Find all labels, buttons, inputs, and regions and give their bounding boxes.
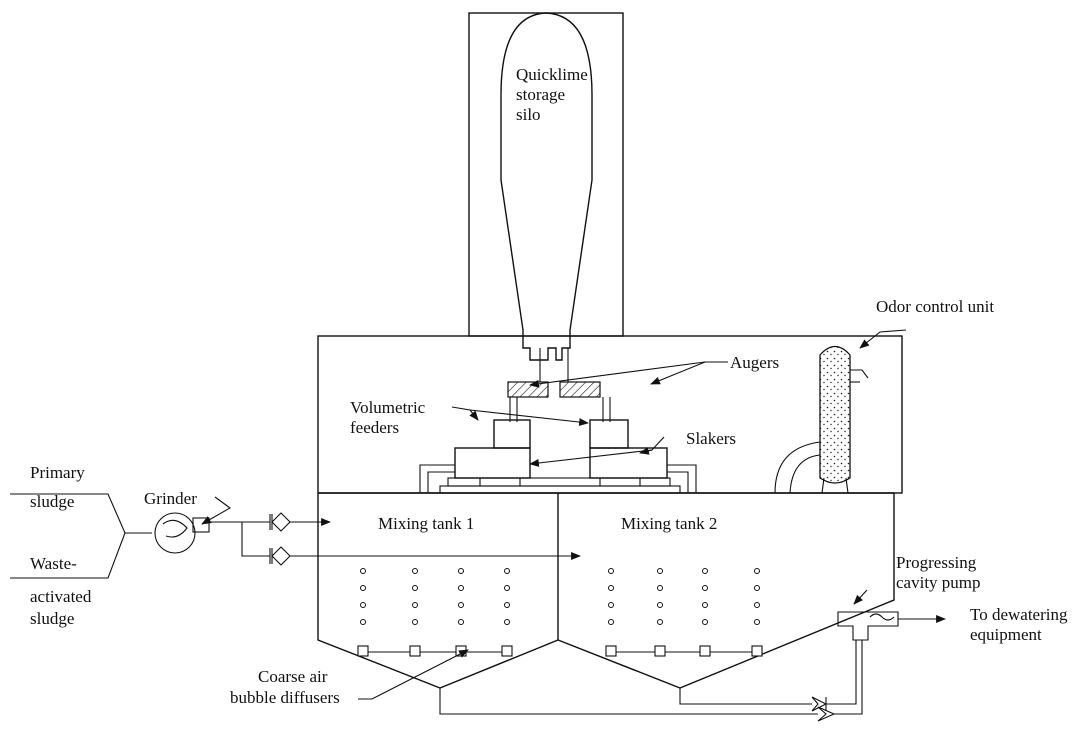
slaker-piping bbox=[419, 464, 697, 494]
grinder-label: Grinder bbox=[144, 489, 197, 508]
augers-label: Augers bbox=[730, 353, 779, 372]
slakers-label: Slakers bbox=[686, 429, 736, 448]
odor-control-label: Odor control unit bbox=[876, 297, 994, 316]
mixing-tank-2-label: Mixing tank 2 bbox=[621, 514, 717, 533]
valve-icon bbox=[811, 696, 828, 712]
diffusers-tank-2 bbox=[605, 568, 763, 657]
pump-icon bbox=[837, 611, 899, 641]
mixing-tank-1-label: Mixing tank 1 bbox=[378, 514, 474, 533]
slaker-left bbox=[454, 447, 531, 479]
feeders-label: Volumetric feeders bbox=[350, 398, 429, 437]
pump-label: Progressing cavity pump bbox=[896, 553, 981, 592]
leaders bbox=[201, 329, 907, 700]
primary-sludge-label: Primary sludge bbox=[30, 463, 89, 511]
feeder-left bbox=[493, 419, 531, 449]
valve-icon bbox=[269, 512, 291, 532]
grinder-icon bbox=[154, 512, 196, 554]
augers bbox=[507, 348, 611, 422]
pump-piping bbox=[439, 611, 946, 722]
influent-piping bbox=[10, 493, 581, 579]
mixing-tanks bbox=[317, 493, 895, 689]
diffusers-label: Coarse air bubble diffusers bbox=[230, 667, 340, 707]
odor-control-unit bbox=[774, 345, 869, 494]
silo-label: Quicklime storage silo bbox=[516, 65, 592, 124]
dewatering-label: To dewatering equipment bbox=[970, 605, 1072, 644]
valve-icon bbox=[817, 706, 836, 722]
feeder-right bbox=[589, 419, 629, 449]
valve-icon bbox=[269, 546, 291, 566]
quicklime-silo bbox=[500, 12, 593, 361]
diffusers-tank-1 bbox=[357, 568, 513, 657]
waste-activated-sludge-label: Waste- activated sludge bbox=[30, 554, 96, 628]
